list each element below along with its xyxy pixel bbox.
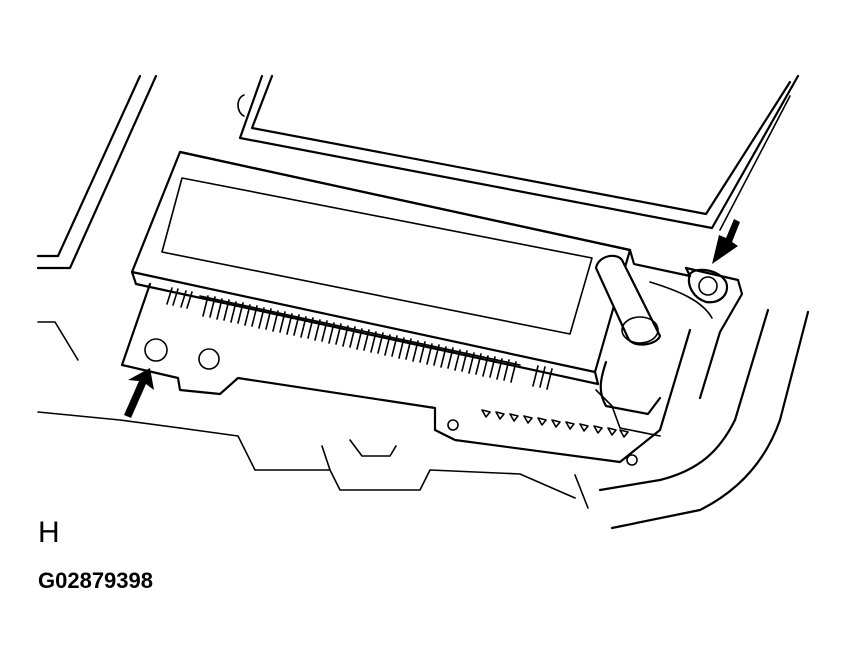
figure-code: G02879398 (38, 568, 153, 593)
view-letter: H (38, 516, 60, 549)
arrow-icon (124, 368, 154, 418)
board-hole (198, 348, 220, 370)
housing-left (36, 74, 181, 429)
back-frame (237, 74, 800, 231)
lcd-board (120, 282, 692, 466)
board-via (626, 454, 638, 466)
board-via (447, 419, 459, 431)
arrow-icon (712, 219, 740, 264)
lcd-display (130, 150, 632, 386)
right-screw-hole (698, 276, 718, 296)
left-screw-hole (144, 338, 168, 362)
lcd-pins (166, 287, 553, 390)
right-bracket (594, 248, 744, 437)
terminal-pads (481, 409, 629, 438)
chassis (179, 308, 810, 530)
